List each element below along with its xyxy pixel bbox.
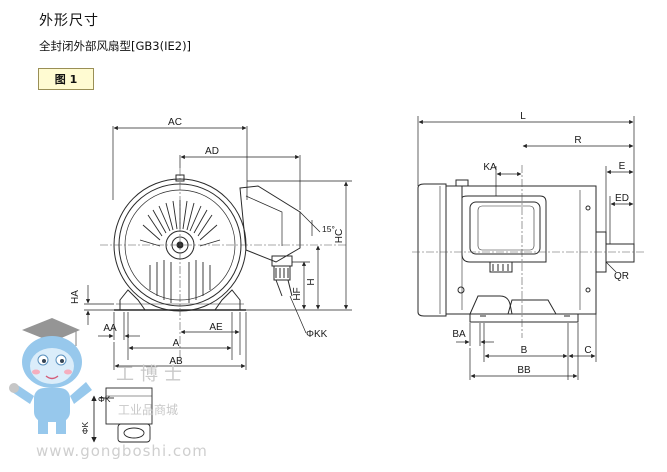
dim-a: A [173, 338, 180, 349]
watermark-url: www.gongboshi.com [36, 442, 208, 460]
watermark-brand: 工博士 [116, 364, 188, 385]
dim-ad: AD [205, 146, 219, 157]
dim-b: B [521, 345, 528, 356]
dim-k2: ΦK [80, 421, 90, 434]
dim-l: L [520, 111, 526, 122]
dim-e: E [619, 161, 626, 172]
front-dimensions [84, 125, 352, 370]
figure-tag: 图 1 [38, 68, 94, 90]
dim-hf: HF [292, 287, 303, 300]
dim-k: ΦK [98, 394, 111, 404]
dim-ed: ED [615, 193, 629, 204]
page-title: 外形尺寸 [39, 13, 99, 29]
side-dimensions [417, 116, 635, 380]
dim-ka: KA [483, 162, 497, 173]
dim-hc: HC [334, 229, 345, 243]
watermark-shop: 工业品商城 [118, 402, 178, 417]
dim-kk: ΦKK [306, 329, 328, 340]
dim-h: H [306, 278, 317, 285]
dim-bb: BB [517, 365, 531, 376]
dim-ae: AE [209, 322, 223, 333]
front-centerlines [100, 168, 348, 362]
dim-angle: 15° [322, 224, 335, 234]
dim-aa: AA [103, 323, 117, 334]
dim-ac: AC [168, 117, 182, 128]
foot-detail [91, 387, 153, 443]
dim-ab: AB [169, 356, 183, 367]
dim-r: R [574, 135, 581, 146]
side-view [417, 179, 635, 323]
dim-c: C [584, 345, 591, 356]
front-dimension-text: AC AD A AB AE AA HA HF H HC 15° ΦKK [70, 117, 345, 367]
dim-ba: BA [452, 329, 466, 340]
mascot-logo [9, 318, 92, 434]
side-dimension-text: L R KA E ED QR BA B C BB [452, 111, 629, 376]
front-view [113, 174, 301, 312]
side-centerlines [412, 165, 644, 338]
dim-qr: QR [614, 271, 629, 282]
page-subtitle: 全封闭外部风扇型[GB3(IE2)] [39, 39, 192, 53]
dim-ha: HA [70, 290, 81, 304]
